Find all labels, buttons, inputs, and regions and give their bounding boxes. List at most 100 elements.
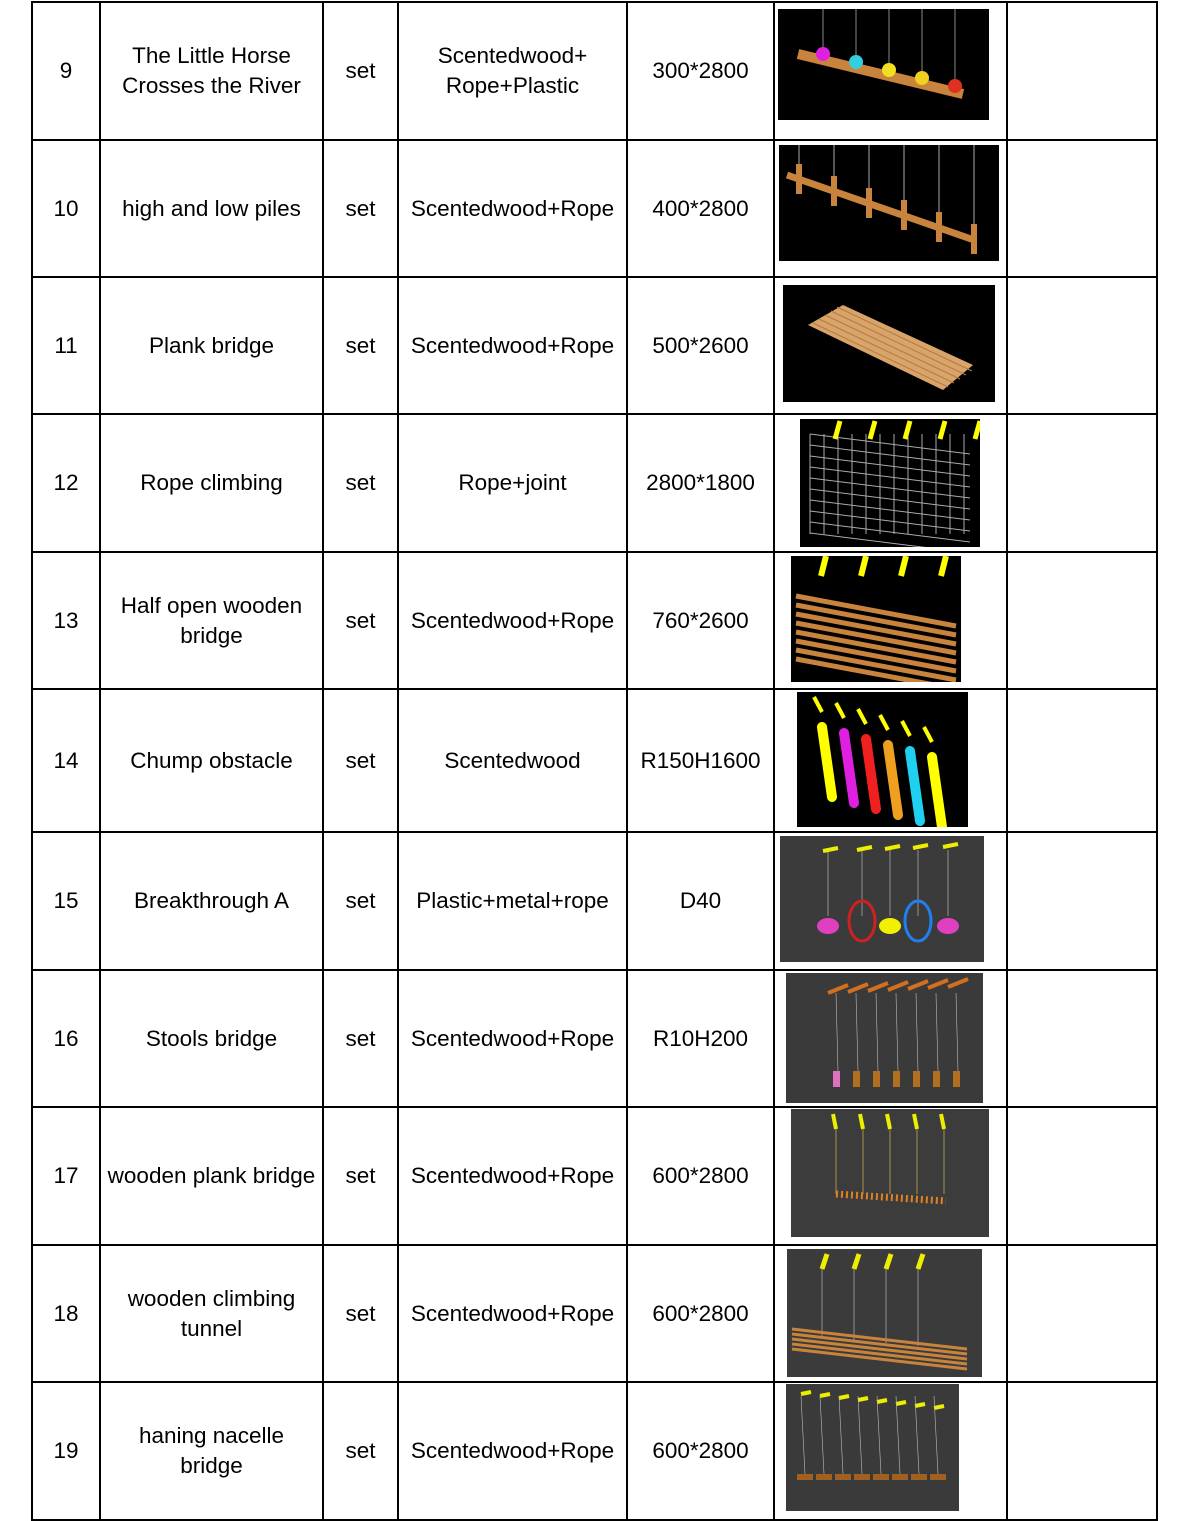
empty-cell — [1006, 1106, 1158, 1246]
item-image-cell — [773, 276, 1008, 415]
empty-cell — [1006, 413, 1158, 553]
item-image-cell — [773, 551, 1008, 690]
item-unit: set — [322, 688, 399, 833]
empty-cell — [1006, 1244, 1158, 1383]
item-material: Scentedwood+Rope — [397, 969, 628, 1108]
item-image-cell — [773, 139, 1008, 278]
empty-cell — [1006, 1381, 1158, 1521]
empty-cell — [1006, 139, 1158, 278]
item-material: Scentedwood+Rope — [397, 139, 628, 278]
item-unit: set — [322, 413, 399, 553]
item-name: haning nacelle bridge — [99, 1381, 324, 1521]
item-name: Plank bridge — [99, 276, 324, 415]
item-unit: set — [322, 1381, 399, 1521]
empty-cell — [1006, 688, 1158, 833]
item-size: 500*2600 — [626, 276, 775, 415]
item-size: 600*2800 — [626, 1381, 775, 1521]
chump-obstacle-image — [797, 692, 968, 827]
item-material: Scentedwood+ Rope+Plastic — [397, 1, 628, 141]
item-number: 17 — [31, 1106, 101, 1246]
item-unit: set — [322, 1106, 399, 1246]
item-material: Rope+joint — [397, 413, 628, 553]
item-number: 18 — [31, 1244, 101, 1383]
plank-bridge-image — [783, 285, 995, 402]
item-image-cell — [773, 413, 1008, 553]
item-unit: set — [322, 1244, 399, 1383]
item-number: 15 — [31, 831, 101, 971]
item-size: R10H200 — [626, 969, 775, 1108]
item-size: R150H1600 — [626, 688, 775, 833]
half-open-wooden-bridge-image — [791, 556, 961, 682]
wooden-plank-bridge-image — [791, 1109, 989, 1237]
item-name: Stools bridge — [99, 969, 324, 1108]
item-unit: set — [322, 276, 399, 415]
item-number: 10 — [31, 139, 101, 278]
item-name: wooden plank bridge — [99, 1106, 324, 1246]
empty-cell — [1006, 1, 1158, 141]
empty-cell — [1006, 276, 1158, 415]
item-size: 760*2600 — [626, 551, 775, 690]
item-material: Scentedwood — [397, 688, 628, 833]
item-size: 2800*1800 — [626, 413, 775, 553]
item-material: Scentedwood+Rope — [397, 1106, 628, 1246]
item-size: 300*2800 — [626, 1, 775, 141]
item-name: Rope climbing — [99, 413, 324, 553]
item-name: Half open wooden bridge — [99, 551, 324, 690]
little-horse-crosses-river-image — [778, 9, 989, 120]
empty-cell — [1006, 551, 1158, 690]
item-number: 11 — [31, 276, 101, 415]
item-image-cell — [773, 688, 1008, 833]
empty-cell — [1006, 831, 1158, 971]
empty-cell — [1006, 969, 1158, 1108]
item-size: 600*2800 — [626, 1244, 775, 1383]
high-and-low-piles-image — [779, 145, 999, 261]
item-image-cell — [773, 969, 1008, 1108]
haning-nacelle-bridge-image — [786, 1384, 959, 1511]
rope-climbing-image — [800, 419, 980, 547]
stools-bridge-image — [786, 973, 983, 1103]
item-unit: set — [322, 969, 399, 1108]
item-number: 12 — [31, 413, 101, 553]
item-image-cell — [773, 831, 1008, 971]
item-image-cell — [773, 1106, 1008, 1246]
wooden-climbing-tunnel-image — [787, 1249, 982, 1377]
item-image-cell — [773, 1, 1008, 141]
item-size: 600*2800 — [626, 1106, 775, 1246]
item-unit: set — [322, 551, 399, 690]
item-name: Breakthrough A — [99, 831, 324, 971]
item-material: Plastic+metal+rope — [397, 831, 628, 971]
item-name: wooden climbing tunnel — [99, 1244, 324, 1383]
item-size: D40 — [626, 831, 775, 971]
item-material: Scentedwood+Rope — [397, 1244, 628, 1383]
item-name: Chump obstacle — [99, 688, 324, 833]
item-material: Scentedwood+Rope — [397, 551, 628, 690]
item-number: 19 — [31, 1381, 101, 1521]
breakthrough-a-image — [780, 836, 984, 962]
item-name: The Little Horse Crosses the River — [99, 1, 324, 141]
item-unit: set — [322, 1, 399, 141]
item-material: Scentedwood+Rope — [397, 276, 628, 415]
item-name: high and low piles — [99, 139, 324, 278]
item-number: 9 — [31, 1, 101, 141]
item-number: 16 — [31, 969, 101, 1108]
item-number: 14 — [31, 688, 101, 833]
item-unit: set — [322, 139, 399, 278]
item-material: Scentedwood+Rope — [397, 1381, 628, 1521]
item-number: 13 — [31, 551, 101, 690]
item-image-cell — [773, 1381, 1008, 1521]
item-size: 400*2800 — [626, 139, 775, 278]
item-image-cell — [773, 1244, 1008, 1383]
item-unit: set — [322, 831, 399, 971]
